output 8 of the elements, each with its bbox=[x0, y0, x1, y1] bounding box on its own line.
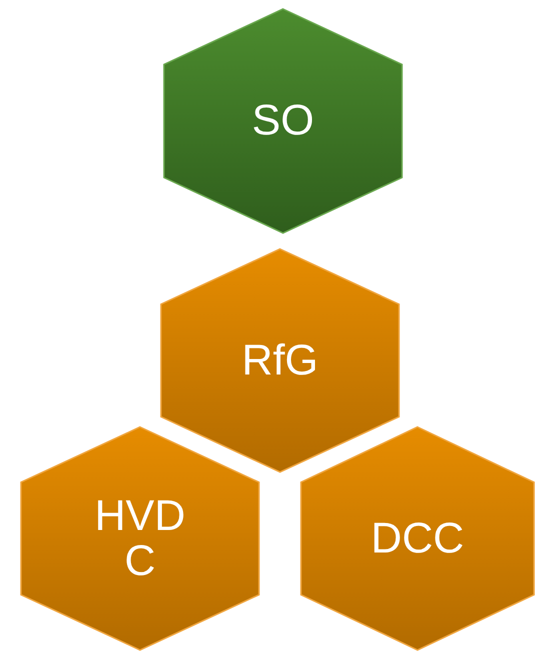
node-label: HVDC bbox=[94, 493, 186, 584]
hexagon-node bbox=[163, 8, 403, 234]
node-label: DCC bbox=[370, 516, 466, 562]
node-label: SO bbox=[250, 98, 316, 144]
hexagon-node bbox=[20, 426, 260, 651]
hexagon-node bbox=[160, 248, 400, 473]
hexagon-node bbox=[300, 426, 535, 651]
node-label: RfG bbox=[240, 338, 320, 384]
